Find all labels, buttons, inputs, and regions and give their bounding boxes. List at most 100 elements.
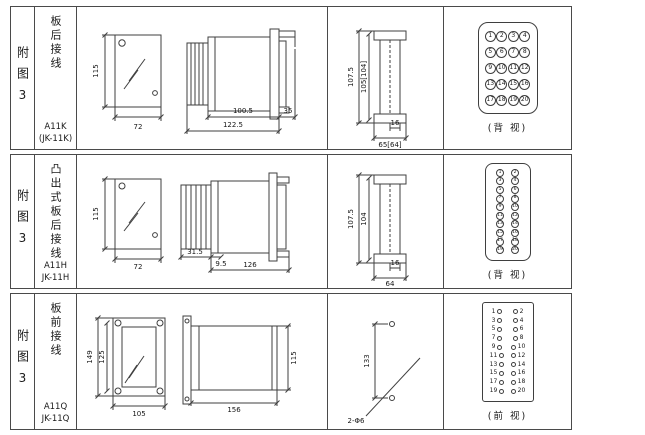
svg-text:104: 104: [360, 212, 368, 226]
terminal-pin: 9: [496, 203, 504, 212]
figure-number: 附图3: [15, 45, 30, 111]
svg-text:149: 149: [86, 350, 94, 363]
terminal-pin: 17: [496, 237, 504, 246]
front-side-view-cell: 115 72: [77, 7, 328, 149]
drill-template-drawing: 133 2-Φ6: [348, 321, 421, 425]
terminal-item: 6: [512, 326, 523, 332]
terminal-dot-icon: [510, 362, 516, 368]
rear-profile-cell: 107.5 104 16: [328, 155, 444, 288]
mount-type-cell: 凸出式板后接线 A11H JK-11H: [35, 155, 77, 288]
dim-side-flange-depth: 35: [279, 49, 298, 120]
model-code: A11Q JK-11Q: [42, 402, 70, 425]
terminal-pin: 7: [507, 46, 519, 58]
dim-side-step: 9.5: [211, 254, 227, 268]
terminal-pin: 10: [511, 203, 519, 212]
side-view-outline: [186, 28, 296, 120]
terminal-pin: 17: [484, 94, 496, 106]
terminal-pin: 13: [484, 78, 496, 90]
terminal-pin: 19: [496, 246, 504, 255]
svg-text:35: 35: [284, 107, 293, 115]
terminal-dot-icon: [512, 335, 518, 341]
mount-type-label: 板后接线: [49, 15, 62, 71]
terminal-pin: 6: [511, 185, 519, 194]
terminal-dot-icon: [497, 318, 503, 324]
terminal-item: 14: [510, 361, 525, 368]
terminal-dot-icon: [510, 370, 516, 376]
terminal-pin: 1: [484, 30, 496, 42]
svg-text:105: 105: [132, 410, 145, 418]
terminal-pin: 14: [496, 78, 508, 90]
model-line-2: JK-11H: [41, 272, 70, 283]
mount-type-label: 板前接线: [49, 302, 62, 358]
model-line-2: JK-11Q: [41, 413, 70, 424]
figure-label-cell: 附图3: [11, 155, 35, 288]
terminal-dot-icon: [499, 370, 505, 376]
terminal-item: 1: [492, 308, 503, 315]
terminal-item: 15: [490, 370, 505, 376]
terminal-pin: 19: [507, 94, 519, 106]
terminal-dot-icon: [510, 344, 516, 350]
model-line-1: A11H: [43, 261, 68, 272]
dim-rear-step: 16: [389, 259, 401, 271]
terminal-pin: 7: [496, 194, 504, 203]
front-view-outline: [112, 317, 166, 397]
figure-number: 附图3: [15, 329, 30, 394]
terminal-pin: 12: [519, 62, 531, 74]
terminal-pin: 18: [511, 237, 519, 246]
terminal-pin: 13: [496, 220, 504, 229]
model-line-1: A11Q: [43, 402, 68, 413]
terminal-item: 20: [510, 388, 525, 394]
terminal-item: 2: [512, 308, 523, 315]
terminal-pin: 6: [496, 46, 508, 58]
terminal-item: 8: [512, 335, 523, 341]
mount-type-cell: 板后接线 A11K (JK-11K): [35, 7, 77, 149]
terminal-dot-icon: [512, 326, 518, 332]
terminal-dot-icon: [497, 344, 503, 350]
terminal-pin: 9: [484, 62, 496, 74]
figure-table: 附图3 板后接线 A11K (JK-11K): [10, 6, 572, 434]
model-line-2: (JK-11K): [38, 133, 73, 144]
dim-side-height: 115: [277, 323, 298, 393]
svg-text:107.5: 107.5: [347, 209, 355, 229]
view-label: (前 视): [487, 410, 528, 422]
model-code: A11H JK-11H: [42, 261, 69, 284]
terminal-pin: 15: [496, 228, 504, 237]
svg-text:31.5: 31.5: [187, 248, 203, 256]
terminal-dot-icon: [497, 335, 503, 341]
terminal-dot-icon: [510, 388, 516, 394]
terminal-item: 16: [510, 370, 525, 376]
rear-profile-drawing: 107.5 105[104] 16: [347, 28, 409, 149]
dim-front-height-inner: 125: [98, 320, 110, 394]
svg-text:122.5: 122.5: [223, 121, 243, 129]
dim-side-depth: 156: [188, 390, 280, 414]
terminal-pin: 4: [519, 30, 531, 42]
terminal-dot-icon: [512, 318, 518, 324]
dim-side-total-depth: 122.5: [184, 105, 282, 134]
terminal-pin: 1: [496, 168, 504, 177]
dim-front-height: 115: [92, 176, 115, 252]
terminal-pin: 15: [507, 78, 519, 90]
terminal-item: 19: [490, 388, 505, 394]
terminal-pin: 3: [496, 177, 504, 186]
front-side-view-drawing: 115 72: [92, 172, 292, 273]
terminal-pin: 2: [496, 30, 508, 42]
dim-hole-spacing: 133: [363, 321, 395, 401]
terminal-item: 18: [510, 379, 525, 385]
svg-text:133: 133: [363, 354, 371, 367]
figure-number: 附图3: [15, 189, 30, 254]
view-label: (背 视): [487, 269, 528, 281]
terminal-dot-icon: [497, 309, 503, 315]
terminal-item: 13: [490, 361, 505, 368]
terminal-item: 10: [510, 344, 525, 350]
drill-template-cell: 133 2-Φ6: [328, 294, 444, 429]
terminal-dot-icon: [497, 326, 503, 332]
front-view-outline: [114, 178, 162, 250]
row-a11h: 附图3 凸出式板后接线 A11H JK-11H: [10, 154, 572, 289]
front-view-outline: [114, 34, 162, 108]
svg-text:115: 115: [92, 64, 100, 77]
